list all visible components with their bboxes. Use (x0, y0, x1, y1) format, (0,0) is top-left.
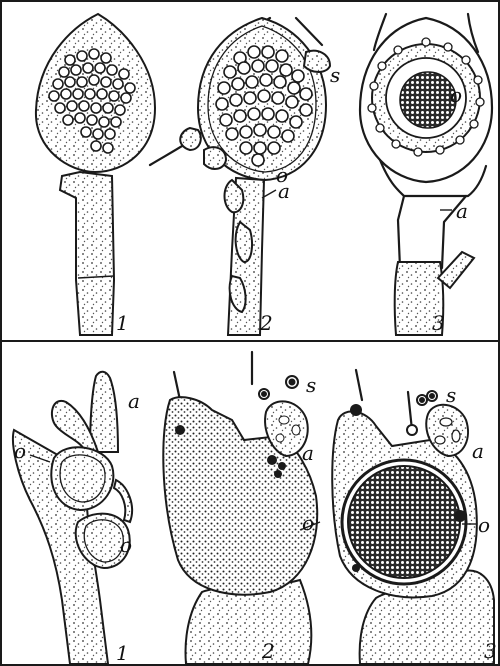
bottom-panel-3-number: 3 (484, 639, 497, 663)
top-panel-3-number: 3 (432, 311, 445, 335)
bottom-panel-2-number: 2 (261, 639, 275, 663)
label-s-bottom-2: s (306, 373, 316, 397)
antheridium-top (304, 51, 330, 72)
top-panel-2-number: 2 (259, 311, 273, 335)
top-panel-3-oogonium (360, 14, 492, 335)
bottom-panel-1-sexual-organs (13, 372, 132, 664)
hypha-thread (174, 352, 252, 400)
top-panel-2-oogonium (150, 18, 330, 335)
top-panel-1-number: 1 (116, 311, 129, 335)
label-o-bottom-1-left: o (14, 439, 26, 463)
label-s-top: s (330, 63, 340, 87)
sperm-cells-s (259, 376, 298, 399)
label-a-bottom-1: a (128, 389, 140, 413)
oogonium-base (380, 160, 486, 196)
label-o-bottom-3: o (478, 513, 490, 537)
oospore-content (400, 72, 456, 128)
oospore-content (348, 466, 460, 578)
label-a-bottom-2: a (302, 441, 314, 465)
label-o-bottom-1-right: o (120, 533, 132, 557)
bottom-panel-2-sexual-organs (163, 352, 320, 664)
label-a-bottom-3: a (472, 439, 484, 463)
label-o-bottom-2: o (302, 511, 314, 535)
bottom-panel-3-sexual-organs (332, 370, 494, 664)
label-o-top-3: o (450, 83, 462, 107)
label-a-top-2: a (278, 179, 290, 203)
label-s-bottom-3: s (446, 383, 456, 407)
antheridium-side (180, 128, 201, 150)
bottom-panel-1-number: 1 (116, 641, 129, 665)
top-panel-1-oogonium (36, 14, 155, 335)
stalk (60, 172, 114, 335)
label-a-top-3: a (456, 199, 468, 223)
